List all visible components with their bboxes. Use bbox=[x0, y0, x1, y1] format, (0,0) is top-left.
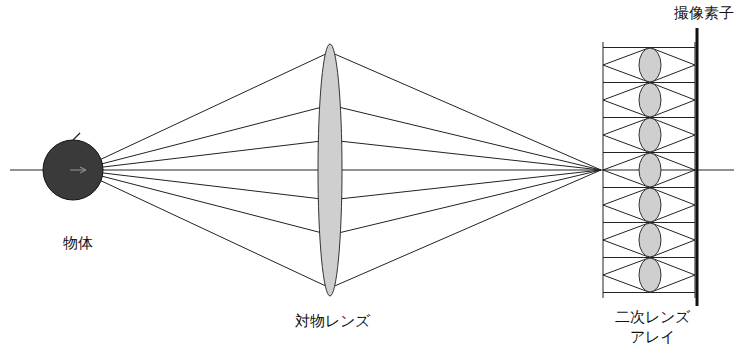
lenslet bbox=[639, 118, 661, 152]
lenslet-rays bbox=[603, 118, 695, 153]
object-mark bbox=[73, 133, 80, 140]
object-arrow bbox=[70, 170, 85, 171]
lenslet-rays bbox=[603, 83, 695, 118]
sensor-label: 撮像素子 bbox=[674, 4, 734, 24]
lenslet-rays bbox=[603, 258, 695, 293]
objective-lens bbox=[318, 44, 342, 296]
lenslet-rays bbox=[603, 48, 695, 83]
array-rays bbox=[603, 48, 695, 293]
objective-label: 対物レンズ bbox=[295, 312, 370, 332]
lenslet bbox=[639, 153, 661, 187]
lens-array-label: 二次レンズアレイ bbox=[610, 308, 694, 347]
lenslet bbox=[639, 223, 661, 257]
optical-axis bbox=[10, 170, 734, 171]
lenslet bbox=[639, 188, 661, 222]
object-sphere bbox=[43, 140, 103, 200]
lenslet-rays bbox=[603, 188, 695, 223]
lenslet bbox=[639, 83, 661, 117]
lenslet-rays bbox=[603, 223, 695, 258]
lenslet bbox=[639, 48, 661, 82]
lenslet-rays bbox=[603, 153, 695, 188]
object-label: 物体 bbox=[63, 234, 93, 254]
lenslet bbox=[639, 258, 661, 292]
image-sensor bbox=[696, 28, 699, 306]
